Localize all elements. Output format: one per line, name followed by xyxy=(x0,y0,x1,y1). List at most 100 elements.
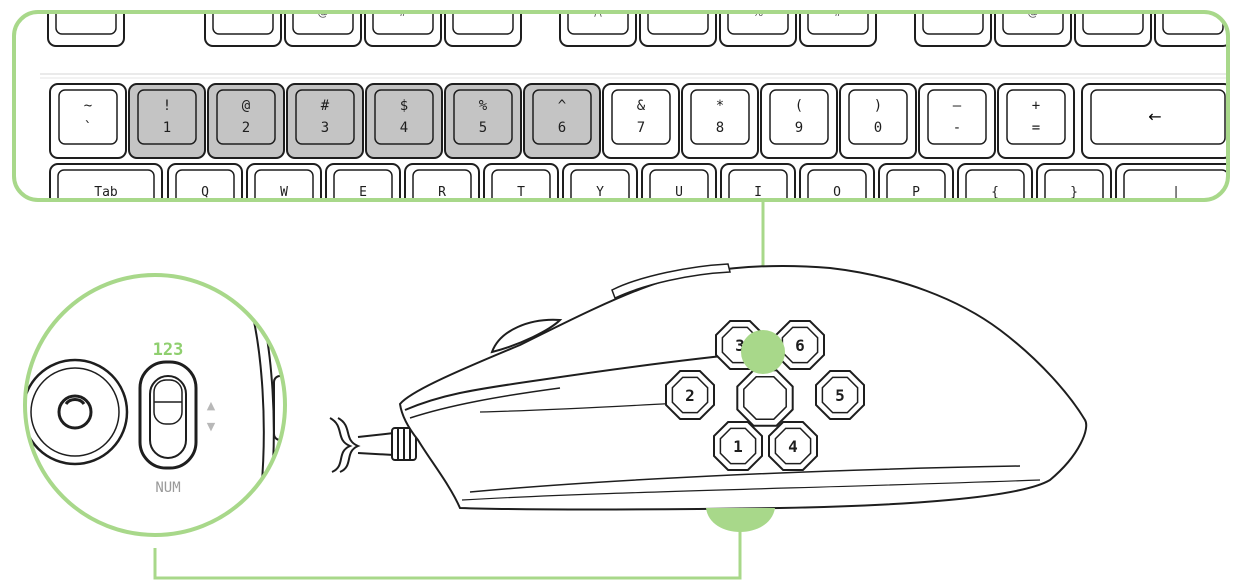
mouse-shell-line xyxy=(404,351,761,411)
key-shift-legend: @ xyxy=(242,98,251,114)
number-key[interactable]: #3 xyxy=(286,83,364,159)
letter-key-legend: { xyxy=(991,185,999,200)
letter-key-legend: } xyxy=(1070,185,1078,200)
number-key[interactable]: —- xyxy=(918,83,996,159)
side-button-label: 5 xyxy=(835,386,845,405)
mode-label-123: 123 xyxy=(153,340,184,360)
key-main-legend: 3 xyxy=(321,120,329,136)
number-key[interactable]: *8 xyxy=(681,83,759,159)
number-key[interactable]: ~` xyxy=(49,83,127,159)
key-shift-legend: ^ xyxy=(558,98,566,114)
number-key[interactable]: !1 xyxy=(128,83,206,159)
letter-key-legend: R xyxy=(438,185,446,200)
key-shift-legend: # xyxy=(321,98,330,114)
letter-key-legend: W xyxy=(280,185,288,200)
function-key[interactable]: ~ xyxy=(204,0,282,47)
function-key[interactable] xyxy=(47,0,125,47)
key-shift-legend: $ xyxy=(400,98,408,114)
function-key-legend: ^ xyxy=(673,6,682,19)
side-button-label: 3 xyxy=(735,336,745,355)
function-key[interactable]: # xyxy=(364,0,442,47)
function-key-legend: # xyxy=(398,6,407,19)
side-button-5[interactable]: 5 xyxy=(815,370,865,420)
function-key[interactable]: # xyxy=(799,0,877,47)
side-button-4[interactable]: 4 xyxy=(768,421,818,471)
side-button-label: 4 xyxy=(788,437,798,456)
side-button-2[interactable]: 2 xyxy=(665,370,715,420)
key-main-legend: 8 xyxy=(716,120,724,136)
key-main-legend: 6 xyxy=(558,120,566,136)
function-key-legend: ~ xyxy=(238,6,247,19)
function-key[interactable]: ^ xyxy=(639,0,717,47)
function-key-row: ~ @ # /\ ^% # @ * xyxy=(47,0,1231,47)
keyboard-closeup-panel: ~@#/\^%#@* ~`!1@2#3$4%5^6&7*8(9)0—-+= ← … xyxy=(12,0,1232,202)
mouse-shell-line xyxy=(409,387,561,419)
function-key-legend: % xyxy=(753,6,763,19)
function-key-legend: # xyxy=(833,6,842,19)
letter-key-legend: O xyxy=(833,185,841,200)
number-key[interactable]: %5 xyxy=(444,83,522,159)
number-key[interactable]: += xyxy=(997,83,1075,159)
letter-key-legend: Q xyxy=(201,185,209,200)
side-button-1[interactable]: 1 xyxy=(713,421,763,471)
key-main-legend: - xyxy=(953,120,961,136)
arrow-up-icon: ▲ xyxy=(207,399,216,412)
function-key[interactable] xyxy=(1154,0,1231,47)
key-main-legend: 5 xyxy=(479,120,487,136)
number-key[interactable]: (9 xyxy=(760,83,838,159)
letter-key-legend: T xyxy=(517,185,525,200)
key-main-legend: 9 xyxy=(795,120,803,136)
keyboard-panel-border xyxy=(12,10,1230,202)
function-key[interactable] xyxy=(444,0,522,47)
side-button-center[interactable] xyxy=(736,369,794,427)
number-key[interactable]: $4 xyxy=(365,83,443,159)
number-key[interactable]: &7 xyxy=(602,83,680,159)
number-key[interactable]: ^6 xyxy=(523,83,601,159)
letter-key-legend: I xyxy=(754,185,762,200)
mouse-base-line xyxy=(461,479,1041,501)
key-shift-legend: ) xyxy=(874,98,882,114)
function-key[interactable]: % xyxy=(719,0,797,47)
mode-slider-switch[interactable] xyxy=(138,360,198,470)
mouse-side-view: 3 6 2 5 1 4 xyxy=(329,263,1088,532)
connector-line-mode-switch xyxy=(153,528,742,580)
backspace-key[interactable]: ← xyxy=(1081,83,1232,159)
number-key[interactable]: @2 xyxy=(207,83,285,159)
side-button-label: 2 xyxy=(685,386,695,405)
razer-logo-icon xyxy=(57,394,93,430)
key-shift-legend: & xyxy=(637,98,646,114)
key-shift-legend: ~ xyxy=(84,98,92,114)
function-key[interactable]: @ xyxy=(284,0,362,47)
mode-switch-location-marker xyxy=(706,508,775,532)
key-main-legend: 7 xyxy=(637,120,645,136)
function-key[interactable] xyxy=(914,0,992,47)
mode-label-num: NUM xyxy=(155,480,180,496)
side-button-label: 1 xyxy=(733,437,743,456)
scroll-wheel[interactable] xyxy=(490,318,563,354)
number-key[interactable]: )0 xyxy=(839,83,917,159)
function-key[interactable]: /\ xyxy=(559,0,637,47)
top-buttons[interactable] xyxy=(611,263,731,300)
function-key-legend: * xyxy=(1110,6,1116,19)
letter-key-legend: P xyxy=(912,185,920,200)
arrow-down-icon: ▼ xyxy=(207,420,216,433)
key-shift-legend: — xyxy=(953,98,962,114)
side-button-label: 6 xyxy=(795,336,805,355)
function-key-legend: /\ xyxy=(594,6,602,19)
key-main-legend: 1 xyxy=(163,120,171,136)
key-shift-legend: + xyxy=(1032,98,1040,114)
function-key[interactable]: @ xyxy=(994,0,1072,47)
side-button-6[interactable]: 6 xyxy=(775,320,825,370)
mode-switch-magnifier: 123 NUM ▲ ▼ xyxy=(23,273,287,537)
letter-key-legend: E xyxy=(359,185,367,200)
keyboard-link-marker xyxy=(741,330,785,374)
key-main-legend: = xyxy=(1032,120,1040,136)
backspace-arrow-icon: ← xyxy=(1148,107,1161,126)
key-shift-legend: ( xyxy=(795,98,803,114)
key-shift-legend: * xyxy=(716,98,724,114)
function-key-legend: @ xyxy=(1028,6,1039,19)
function-key[interactable]: * xyxy=(1074,0,1152,47)
key-shift-legend: ! xyxy=(163,98,171,114)
